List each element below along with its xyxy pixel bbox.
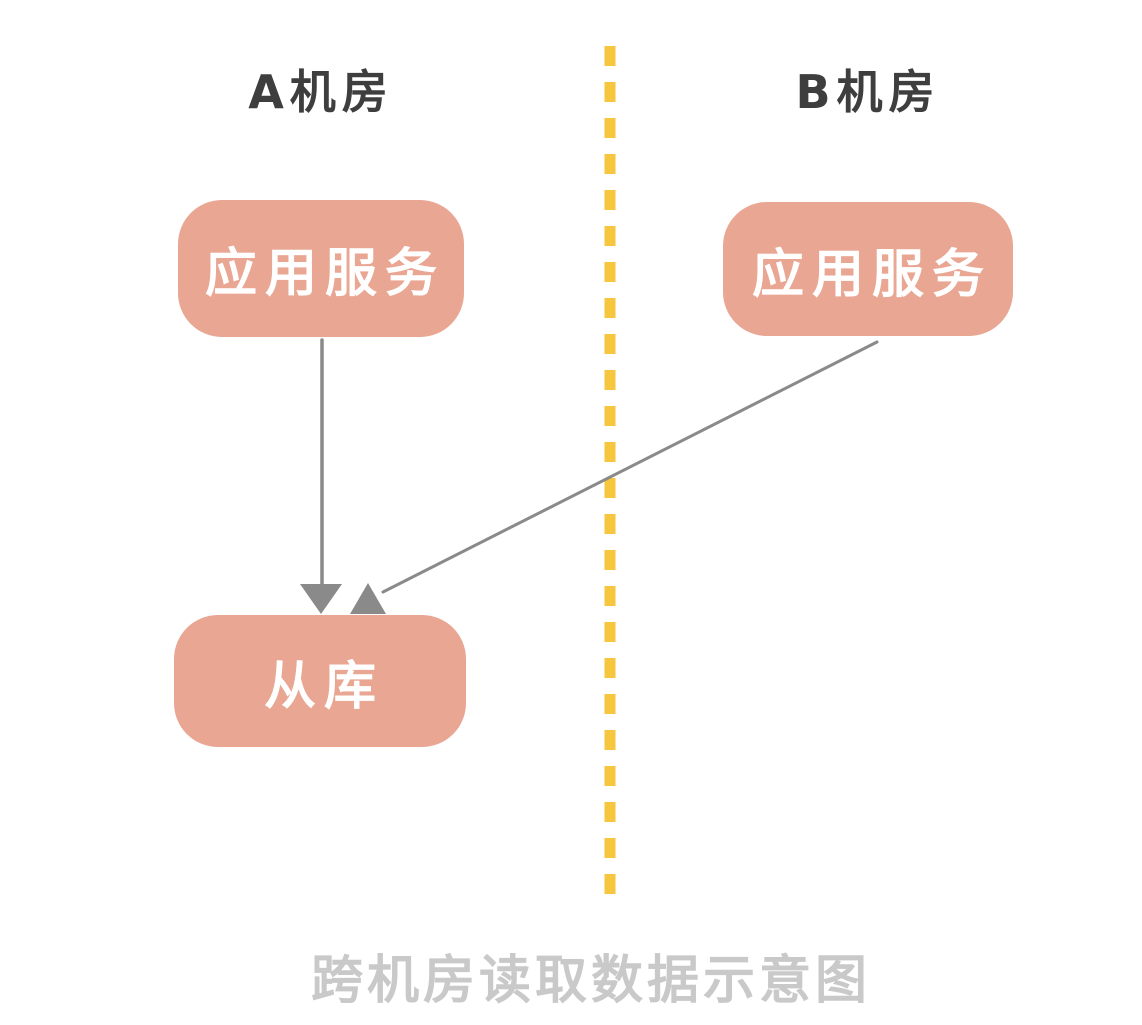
arrowhead-up-icon (350, 583, 386, 614)
node-app-service-a-label: 应用服务 (204, 244, 445, 304)
node-app-service-a: 应用服务 (178, 200, 464, 337)
node-app-service-b: 应用服务 (723, 202, 1013, 336)
region-label-b: B机房 (795, 65, 941, 119)
node-app-service-b-label: 应用服务 (751, 244, 992, 305)
diagram-caption: 跨机房读取数据示意图 (310, 951, 871, 1011)
node-slave-db: 从库 (174, 615, 466, 747)
region-label-a: A机房 (248, 65, 394, 119)
edge-app-b-to-slave-line (381, 340, 879, 594)
arrowhead-down-icon (300, 584, 342, 614)
node-slave-db-label: 从库 (263, 656, 384, 717)
